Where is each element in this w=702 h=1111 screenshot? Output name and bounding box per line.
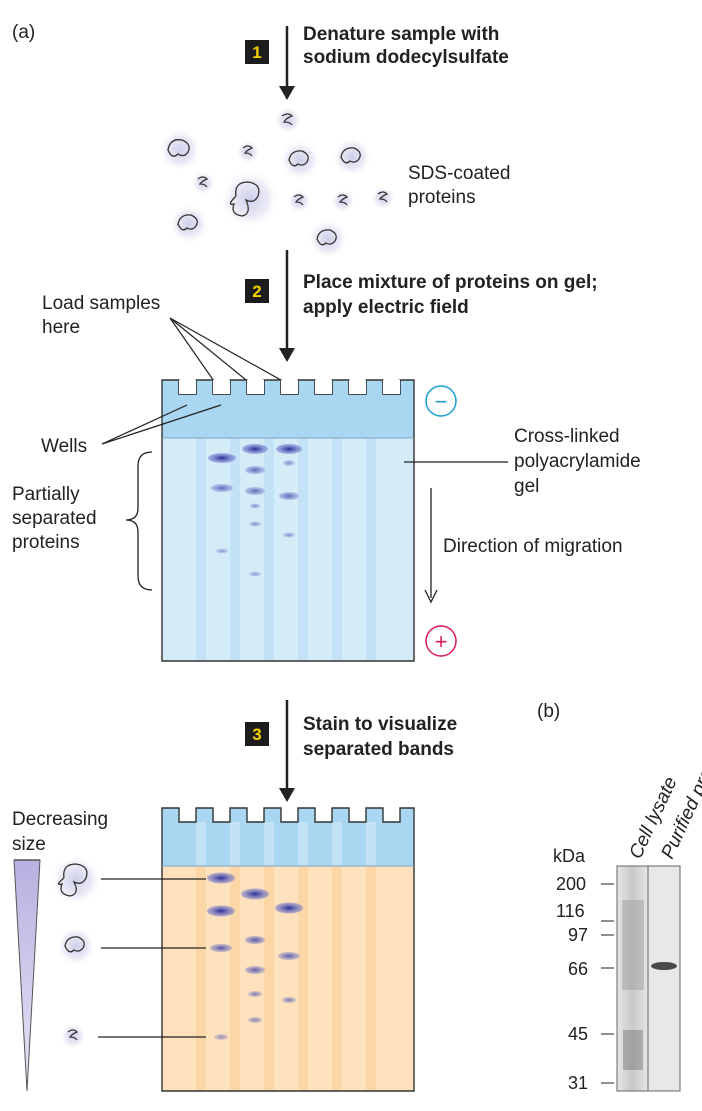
step3-text-line1: Stain to visualize [303,714,457,735]
svg-text:200: 200 [556,874,586,894]
svg-text:3: 3 [252,725,261,744]
sds-coated-proteins [158,106,395,259]
svg-text:1: 1 [252,43,261,62]
wells-pointer-lines [101,404,222,445]
gel1-bands [208,444,302,577]
direction-label: Direction of migration [443,536,623,557]
decreasing-label-line1: Decreasing [12,809,108,830]
arrow-step1-head [279,86,295,100]
arrow-step2-head [279,348,295,362]
kda-ticks: 200 116 97 66 45 31 [556,874,614,1093]
gel-label-line3: gel [514,476,539,497]
size-proteins [50,854,102,1049]
step2-badge: 2 [245,279,269,303]
gel2-bands [207,872,303,1040]
kda-label: kDa [553,846,586,866]
load-label-line1: Load samples [42,293,160,314]
gel-label-line1: Cross-linked [514,426,620,447]
step3-text-line2: separated bands [303,739,454,760]
gel-stained [161,807,415,1092]
step2-text-line1: Place mixture of proteins on gel; [303,272,598,293]
decreasing-label-line2: size [12,834,46,855]
brace [125,451,153,591]
svg-text:2: 2 [252,282,261,301]
svg-text:97: 97 [568,925,588,945]
gel-label-line2: polyacrylamide [514,451,641,472]
panel-a-label: (a) [12,22,35,43]
load-pointer-lines [169,317,289,385]
svg-text:−: − [435,389,448,414]
svg-text:116: 116 [556,901,585,921]
step1-badge: 1 [245,40,269,64]
size-pointer-lines [98,878,206,1038]
gel-unstained [161,379,415,662]
partial-label-line1: Partially [12,484,80,505]
migration-arrow-head [424,589,438,604]
step2-text-line2: apply electric field [303,297,469,318]
sds-label-line1: SDS-coated [408,163,510,184]
partial-label-line2: separated [12,508,97,529]
svg-text:45: 45 [568,1024,588,1044]
step3-badge: 3 [245,722,269,746]
step1-text-line1: Denature sample with [303,24,499,45]
panel-b-label: (b) [537,701,560,722]
load-label-line2: here [42,317,80,338]
cathode-minus-icon: − [425,385,457,417]
western-blot [616,865,681,1092]
svg-text:66: 66 [568,959,588,979]
wells-label: Wells [41,436,87,457]
svg-text:+: + [435,629,448,654]
partial-label-line3: proteins [12,532,80,553]
step1-text-line2: sodium dodecylsulfate [303,47,509,68]
arrow-step3-head [279,788,295,802]
svg-text:31: 31 [568,1073,588,1093]
anode-plus-icon: + [425,625,457,657]
size-wedge [13,859,41,1092]
sds-label-line2: proteins [408,187,476,208]
